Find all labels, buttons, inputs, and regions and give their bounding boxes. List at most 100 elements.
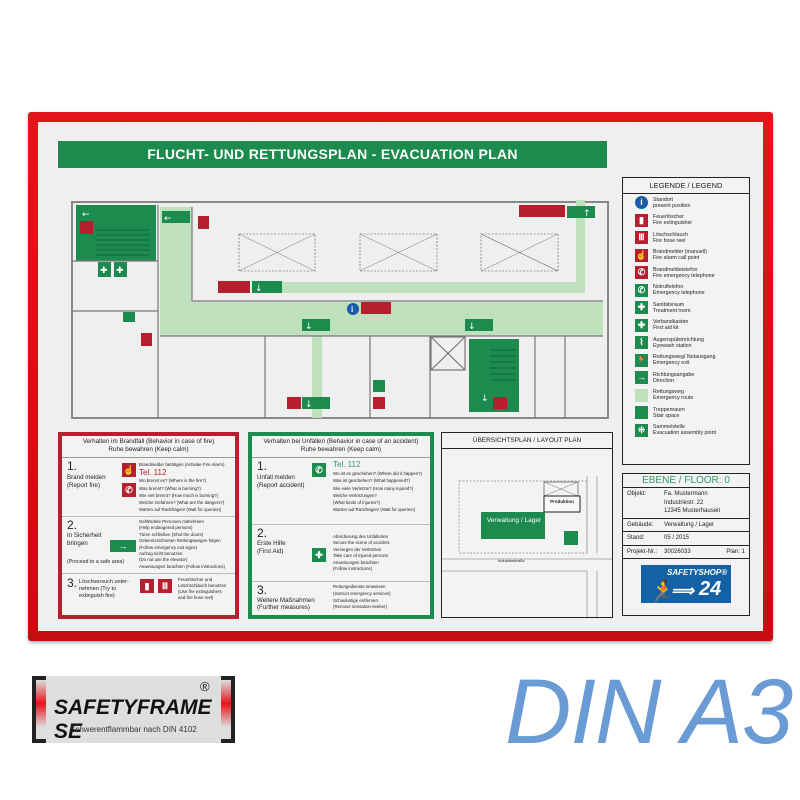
instruction-line: Wie viele Verletzte? (How many injured?) [333, 485, 414, 491]
svg-text:i: i [351, 305, 353, 314]
instruction-line: Schaulustige entfernen [333, 597, 378, 603]
legend-item-de: Sanitätsraum [653, 301, 685, 308]
step-label-line: Brand melden [67, 474, 106, 481]
fire-hose-icon: Ⅲ [635, 231, 648, 245]
instruction-line: (Remove sensation-seeker) [333, 604, 387, 610]
treatment-room-icon: ✚ [635, 301, 648, 315]
legend-item-en: Emergency exit [653, 360, 690, 367]
fire-alarm-icon [493, 397, 507, 409]
legend-item-text: Brandmelder (manuell)Fire alarm call poi… [653, 249, 707, 261]
step-number: 3. [67, 576, 78, 590]
site-map [442, 476, 612, 617]
fire-equipment-group-icon [519, 205, 565, 217]
object-line: 12345 Musterhausen [664, 508, 721, 514]
layout-building-label: Verwaltung / Lager [486, 517, 542, 524]
fire-extinguisher-icon: ▮ [140, 579, 154, 593]
legend-item-en: Stair space [653, 412, 680, 419]
building-value: Verwaltung / Lager [664, 521, 715, 528]
instruction-line: Brandmelder betätigen (Activate Fire Ala… [139, 462, 225, 467]
step-label-line: bringen [67, 540, 88, 547]
instruction-line: Welche Verletzungen? [333, 492, 377, 498]
present-position-icon [347, 303, 359, 315]
building-label: Gebäude: [627, 521, 654, 528]
object-line: Industriestr. 22 [664, 499, 704, 506]
instruction-line: (Follow instructions) [333, 566, 373, 572]
step-label-line: Unfall melden [257, 474, 295, 481]
step-label: Brand melden(Report fire) [67, 474, 106, 490]
instruction-line: Wo brennt es? (Where is the fire?) [139, 478, 207, 484]
instruction-line: Rettungsdienste einweisen [333, 584, 386, 589]
exit-sign-icon [302, 397, 330, 409]
svg-text:↓: ↓ [255, 284, 263, 294]
building-outline [71, 201, 609, 419]
step-label: Erste Hilfe(First Aid) [257, 540, 286, 556]
legend-item-de: Feuerlöscher [653, 214, 684, 221]
layout-plan-box: ÜBERSICHTSPLAN / LAYOUT PLAN Verwaltung … [441, 432, 613, 618]
instruction-line: (Use fire extinguishers [178, 589, 222, 594]
fire-extinguisher-icon: ▮ [635, 213, 648, 227]
instruction-line: Wo ist es geschehen? (Where did it happe… [333, 471, 423, 476]
instruction-line: Tel. 112 [139, 468, 167, 478]
exit-arrow-icon: → [110, 540, 136, 552]
fire-telephone-icon [373, 397, 385, 409]
step-label-line: extinguish fire) [79, 593, 115, 599]
step-number: 2. [67, 518, 78, 532]
route-exit-top [576, 200, 585, 293]
exit-signs [80, 206, 595, 409]
plan-number: Plan: 1 [726, 548, 745, 555]
step-label-line: (Proceed to a safe area) [67, 559, 125, 565]
brand-tagline: Schwerentflammbar nach DIN 4102 [70, 725, 197, 734]
project-value: 30026033 [664, 548, 691, 555]
step-label-line: (First Aid) [257, 548, 284, 555]
layout-title: ÜBERSICHTSPLAN / LAYOUT PLAN [442, 433, 612, 449]
legend-item-en: Fire emergency telephone [653, 272, 715, 279]
fire-extinguisher-icon [141, 333, 152, 346]
instruction-line: Warten auf Rückfragen! (Wait for queries… [139, 507, 222, 513]
emergency-telephone-icon: ✆ [312, 463, 326, 477]
legend-item-en: Emergency telephone [653, 290, 705, 297]
instruction-line: Absicherung des Unfallortes [333, 534, 388, 539]
fire-equipment-group-icon [361, 302, 391, 314]
info-position-icon: i [635, 196, 648, 210]
din-a3-label: DIN A3 [505, 661, 793, 763]
exit-sign-icon [80, 207, 108, 219]
instruction-line: Take care of injured persons [333, 553, 389, 559]
instruction-line: Warten auf Rückfragen! (Wait for queries… [333, 507, 416, 513]
legend-item-de: Brandmelder (manuell) [653, 249, 707, 256]
instruction-line: Gekennzeichneten Rettungswegen folgen [139, 538, 221, 544]
fire-subheader: Ruhe bewahren (Keep calm) [108, 446, 189, 453]
legend-item-de: Rettungsweg/ Notausgang [653, 354, 716, 361]
eyewash-icon: ⌇ [635, 336, 648, 350]
first-aid-icon [114, 262, 127, 277]
fire-hose-icon: Ⅲ [158, 579, 172, 593]
instruction-line: (Do not use the elevator) [139, 557, 188, 563]
brand-name: SAFETYFRAME SE [54, 696, 212, 743]
safetyshop-logo: SAFETYSHOP®🏃⟹24 [641, 565, 731, 604]
fire-instructions-panel: Verhalten im Brandfall (Behavior in case… [58, 432, 239, 619]
instruction-line: (Follow emergency exit signs) [139, 544, 198, 550]
svg-text:✚: ✚ [116, 266, 124, 276]
arrow-right-icon: → [635, 371, 648, 385]
route-top-room [281, 282, 585, 293]
emergency-telephone-icon [373, 380, 385, 392]
fire-extinguisher-icon [198, 216, 209, 229]
date-value: 05 / 2015 [664, 535, 690, 541]
floor-label: EBENE / FLOOR: 0 [623, 474, 749, 488]
fire-telephone-icon: ✆ [122, 483, 136, 497]
legend-item-de: Sammelstelle [653, 424, 685, 431]
accident-header: Verhalten bei Unfällen (Behavior in case… [263, 438, 419, 445]
legend-item-en: present position [653, 202, 691, 209]
